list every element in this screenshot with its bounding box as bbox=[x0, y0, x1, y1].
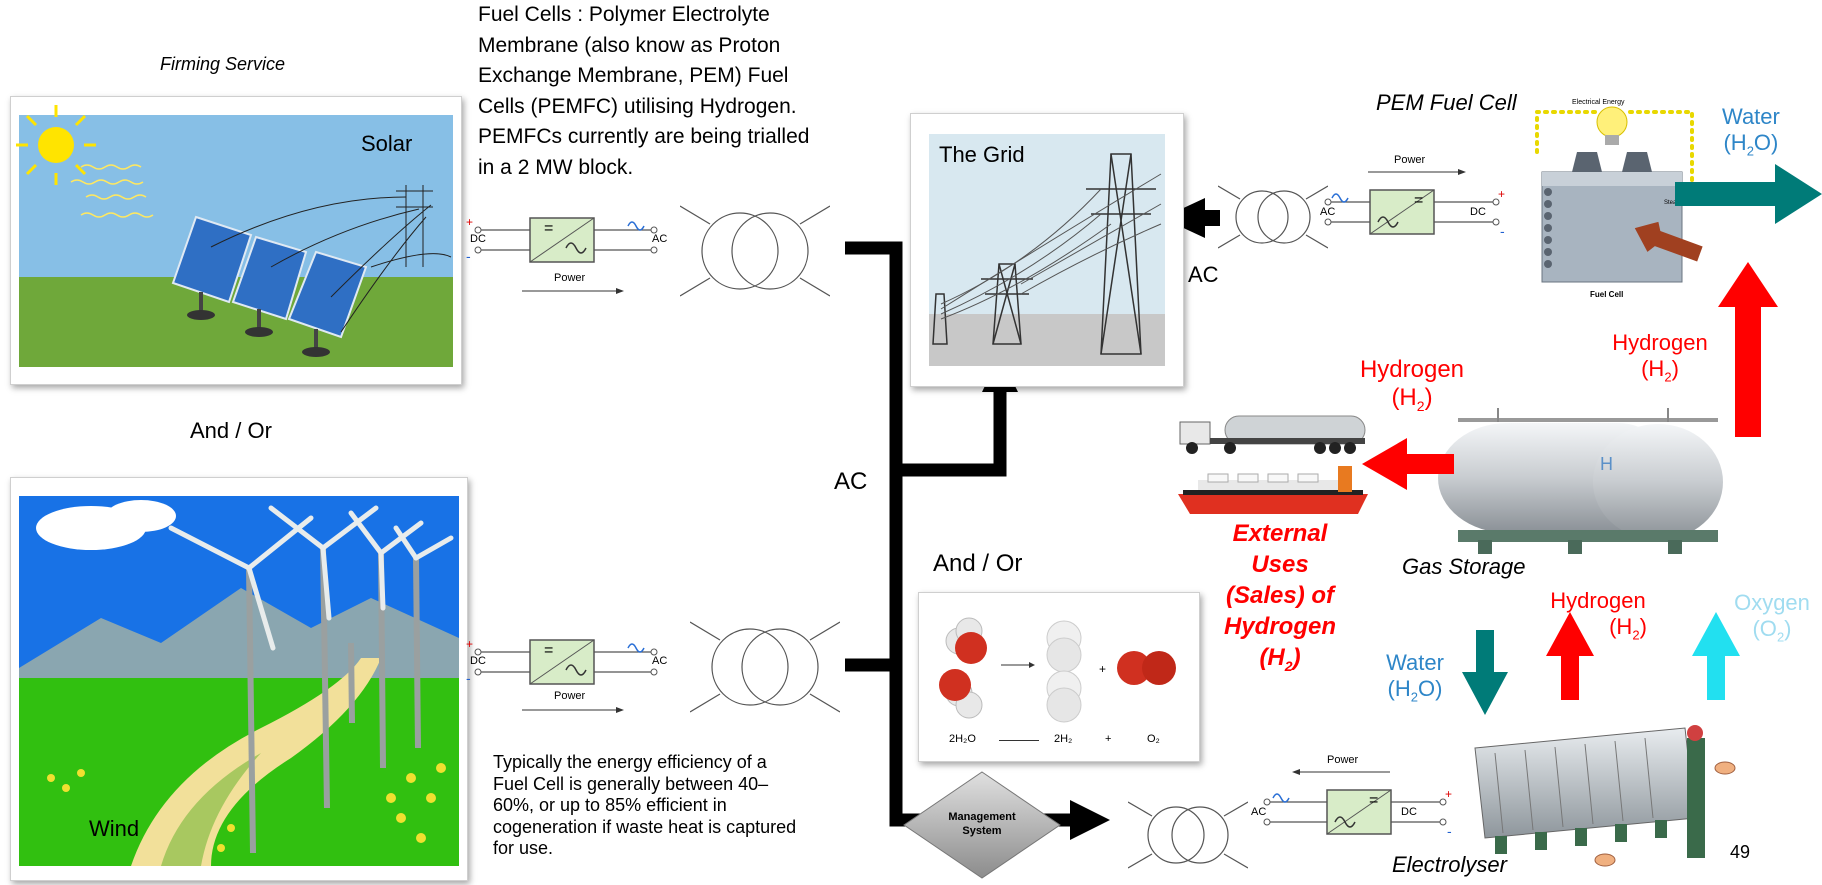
svg-text:+: + bbox=[1445, 787, 1452, 801]
note-line: for use. bbox=[493, 838, 796, 860]
water-in-arrow bbox=[1462, 630, 1508, 715]
svg-text:+: + bbox=[1498, 187, 1505, 201]
tanker-truck-image bbox=[1170, 408, 1370, 458]
power-label: Power bbox=[1327, 754, 1358, 766]
page-number: 49 bbox=[1730, 842, 1750, 863]
dc-label: DC bbox=[1470, 206, 1486, 218]
svg-text:+: + bbox=[1099, 662, 1106, 676]
electrolyser-rectifier: + - AC DC Power = bbox=[1245, 750, 1455, 850]
water-molecule-icon bbox=[939, 618, 987, 718]
ac-label: AC bbox=[1251, 806, 1266, 818]
eq-symbol: = bbox=[1369, 792, 1378, 810]
gas-storage-label: Gas Storage bbox=[1402, 554, 1526, 580]
power-label: Power bbox=[1394, 154, 1425, 166]
svg-text:-: - bbox=[1500, 223, 1505, 239]
water-out-arrow bbox=[1675, 164, 1822, 224]
svg-text:Fuel Cell: Fuel Cell bbox=[1590, 290, 1623, 299]
note-line: Fuel Cell is generally between 40– bbox=[493, 774, 796, 796]
lightbulb-icon bbox=[1597, 107, 1627, 145]
external-uses-label: External Uses (Sales) of Hydrogen (H2) bbox=[1200, 518, 1360, 682]
oxygen-molecule-icon bbox=[1117, 651, 1176, 685]
note-line: 60%, or up to 85% efficient in bbox=[493, 795, 796, 817]
ac-bus-label: AC bbox=[834, 468, 867, 496]
hydrogen-to-fuel-cell-label: Hydrogen (H2) bbox=[1600, 330, 1720, 390]
hydrogen-sales-arrow bbox=[1362, 438, 1454, 490]
fuel-cell-transformer bbox=[1218, 172, 1328, 262]
water-out-label: Water (H2O) bbox=[1722, 104, 1780, 164]
gas-storage-image: H bbox=[1418, 400, 1738, 560]
management-system-label: Management System bbox=[902, 810, 1062, 838]
ac-grid-label: AC bbox=[1188, 262, 1219, 288]
svg-text:Electrical Energy: Electrical Energy bbox=[1572, 99, 1625, 106]
note-line: Typically the energy efficiency of a bbox=[493, 752, 796, 774]
arrow-to-electrolyser bbox=[1070, 800, 1110, 840]
water-in-label: Water (H2O) bbox=[1370, 650, 1460, 710]
reaction-plus: + bbox=[1105, 733, 1111, 745]
electrolysis-reaction-panel: + 2H₂O 2H₂ + O₂ bbox=[918, 592, 1200, 762]
reaction-rhs: O₂ bbox=[1147, 733, 1160, 745]
and-or-center-label: And / Or bbox=[933, 550, 1022, 578]
management-system: Management System bbox=[902, 770, 1062, 880]
oxygen-label: Oxygen (O2) bbox=[1722, 590, 1822, 650]
pem-fuel-cell-label: PEM Fuel Cell bbox=[1376, 90, 1517, 116]
efficiency-note: Typically the energy efficiency of a Fue… bbox=[493, 752, 796, 860]
note-line: cogeneration if waste heat is captured bbox=[493, 817, 796, 839]
grid-label: The Grid bbox=[939, 142, 1025, 168]
eq-symbol: = bbox=[1414, 192, 1423, 210]
electrolyser-transformer bbox=[1128, 790, 1248, 880]
electrolyser-image bbox=[1455, 708, 1745, 870]
ac-label: AC bbox=[1320, 206, 1335, 218]
hydrogen-from-electrolyser-label: Hydrogen (H2) bbox=[1538, 588, 1658, 648]
fuel-cell-inverter: + - AC DC Power = bbox=[1318, 150, 1528, 250]
svg-text:-: - bbox=[1447, 823, 1452, 839]
dc-label: DC bbox=[1401, 806, 1417, 818]
reaction-mid: 2H₂ bbox=[1054, 733, 1072, 745]
tanker-ship-image bbox=[1178, 464, 1368, 516]
hydrogen-molecule-icon bbox=[1047, 621, 1081, 722]
reaction-lhs: 2H₂O bbox=[949, 733, 976, 745]
electrolyser-label: Electrolyser bbox=[1392, 852, 1507, 878]
svg-text:H: H bbox=[1600, 454, 1613, 474]
grid-image: The Grid bbox=[910, 113, 1184, 387]
